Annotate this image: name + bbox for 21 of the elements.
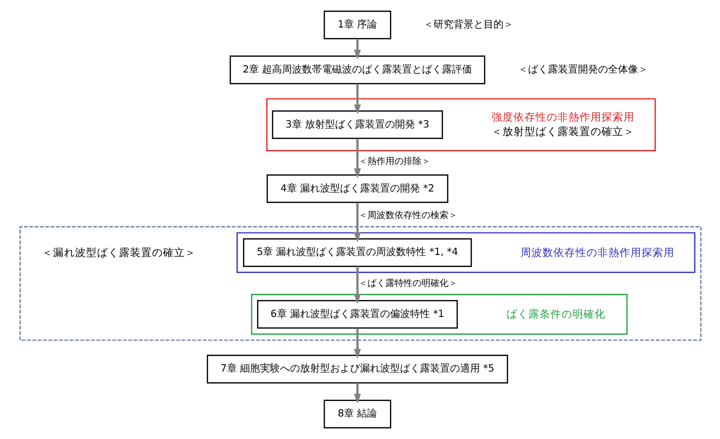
edge-label: ＜熱作用の排除＞ bbox=[358, 156, 430, 167]
arrow bbox=[353, 38, 360, 60]
node-box: 6章 漏れ波型ばく露装置の偏波特性 *1 bbox=[256, 300, 458, 329]
arrow bbox=[353, 138, 360, 178]
arrow bbox=[353, 84, 360, 114]
arrow bbox=[353, 266, 360, 304]
node-box: 7章 細胞実験への放射型および漏れ波型ばく露装置の適用 *5 bbox=[206, 354, 508, 384]
edge-label: ＜ばく露特性の明確化＞ bbox=[358, 278, 458, 289]
node-box: 1章 序論 bbox=[323, 10, 391, 40]
node-box: 2章 超高周波数帯電磁波のばく露装置とばく露評価 bbox=[229, 56, 485, 84]
node-box: 3章 放射型ばく露装置の開発 *3 bbox=[271, 110, 442, 140]
edge-label: ＜周波数依存性の検索＞ bbox=[358, 211, 458, 222]
node-box: 4章 漏れ波型ばく露装置の開発 *2 bbox=[266, 174, 448, 203]
arrow bbox=[353, 202, 360, 242]
arrow bbox=[353, 328, 360, 359]
node-box: 5章 漏れ波型ばく露装置の周波数特性 *1, *4 bbox=[242, 238, 472, 267]
node-label: ＜ばく露装置開発の全体像＞ bbox=[517, 64, 648, 76]
node-label: ＜研究背景と目的＞ bbox=[423, 20, 514, 31]
arrow bbox=[353, 382, 360, 404]
node-label: ＜放射型ばく露装置の確立＞ bbox=[490, 124, 634, 138]
node-box: 8章 結論 bbox=[323, 400, 391, 428]
